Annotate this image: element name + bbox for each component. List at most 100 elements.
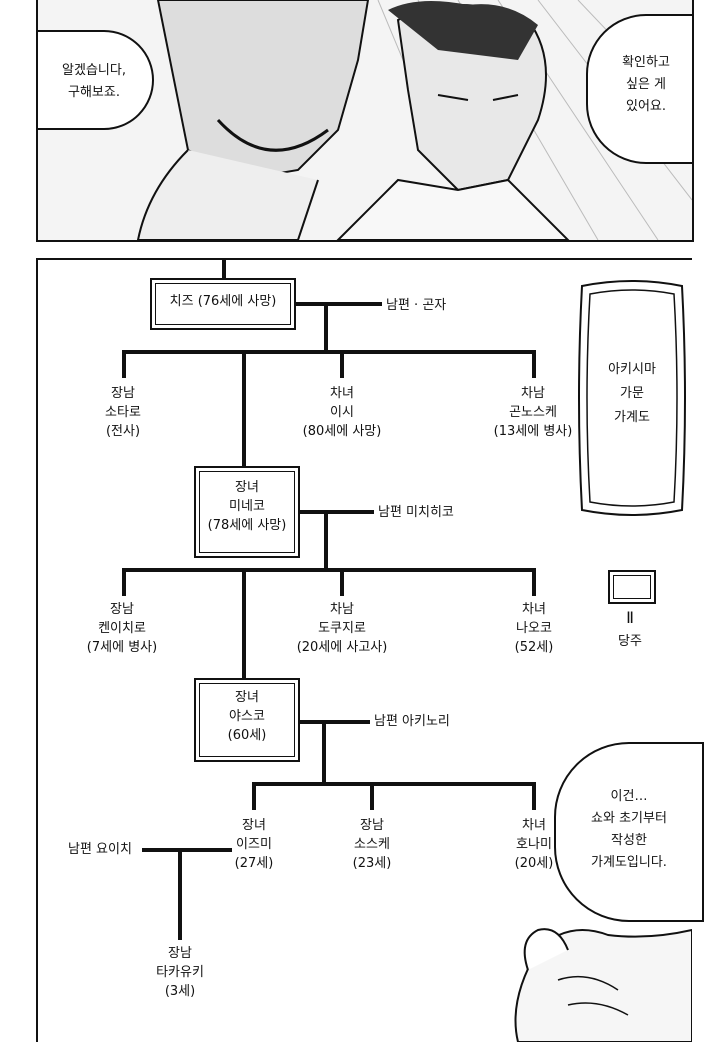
tree-line	[324, 302, 328, 352]
child-role: 차녀	[522, 602, 546, 617]
child-name: 도쿠지로	[318, 621, 366, 636]
child-name: 소스케	[354, 837, 390, 852]
left-bubble-line-1: 알겠습니다,	[62, 63, 126, 78]
root-ancestor-box: 치즈 (76세에 사망)	[150, 278, 296, 330]
box-inner-frame	[155, 283, 291, 325]
bottom-speech-bubble: 이건… 쇼와 초기부터 작성한 가계도입니다.	[554, 742, 704, 922]
hand-illustration	[514, 928, 692, 1042]
right-speech-bubble: 확인하고 싶은 게 있어요.	[586, 14, 692, 164]
heir2-text: 장녀 야스코 (60세)	[196, 688, 298, 745]
child-name: 소타로	[105, 405, 141, 420]
child-note: (7세에 병사)	[86, 640, 158, 655]
heir2-box: 장녀 야스코 (60세)	[194, 678, 300, 762]
tree-line	[322, 720, 326, 784]
tree-line	[142, 848, 232, 852]
heir2-spouse-label: 남편 아키노리	[374, 714, 450, 729]
left-speech-bubble: 알겠습니다, 구해보죠.	[38, 30, 154, 130]
tree-line	[242, 568, 246, 678]
title-line-1: 아키시마	[608, 362, 656, 377]
tree-line	[532, 568, 536, 596]
child-role: 장남	[168, 946, 192, 961]
gen2-child-1: 장남 켄이치로 (7세에 병사)	[72, 600, 172, 657]
tree-line	[222, 260, 226, 278]
bottom-bubble-line-1: 이건…	[610, 789, 648, 804]
heir-role: 장녀	[235, 690, 259, 705]
tree-line	[324, 510, 328, 570]
gen2-child-2: 차남 도쿠지로 (20세에 사고사)	[282, 600, 402, 657]
tree-line	[122, 350, 126, 378]
left-bubble-line-2: 구해보죠.	[68, 85, 120, 100]
tree-line	[340, 568, 344, 596]
heir-name: 미네코	[229, 499, 265, 514]
heir-name: 야스코	[229, 709, 265, 724]
child-name: 곤노스케	[509, 405, 557, 420]
child-role: 장남	[360, 818, 384, 833]
child-name: 이즈미	[236, 837, 272, 852]
gen2-child-3: 차녀 나오코 (52세)	[494, 600, 574, 657]
child-role: 차남	[330, 602, 354, 617]
child-name: 이시	[330, 405, 354, 420]
child-note: (20세에 사고사)	[296, 640, 388, 655]
gen1-child-1: 장남 소타로 (전사)	[78, 384, 168, 441]
gen1-child-2: 차녀 이시 (80세에 사망)	[292, 384, 392, 441]
title-line-3: 가계도	[614, 410, 650, 425]
bottom-bubble-line-2: 쇼와 초기부터	[591, 811, 667, 826]
tree-line	[252, 782, 256, 810]
tree-line	[122, 350, 536, 354]
box-inner-frame	[613, 575, 651, 599]
gen3-child-3: 차녀 호나미 (20세)	[494, 816, 574, 873]
legend-equals-symbol: Ⅱ	[626, 608, 634, 627]
gen1-child-3: 차남 곤노스케 (13세에 병사)	[478, 384, 588, 441]
heir-note: (60세)	[227, 728, 267, 743]
title-line-2: 가문	[620, 386, 644, 401]
tree-line	[252, 782, 536, 786]
child-note: (20세)	[514, 856, 554, 871]
tree-line	[294, 720, 370, 724]
right-bubble-line-3: 있어요.	[625, 99, 666, 114]
child-name: 나오코	[516, 621, 552, 636]
box-inner-frame	[199, 683, 295, 757]
child-note: (3세)	[164, 984, 196, 999]
heir-role: 장녀	[235, 480, 259, 495]
bottom-bubble-line-4: 가계도입니다.	[591, 855, 667, 870]
child-note: (27세)	[234, 856, 274, 871]
title-plaque-frame	[578, 280, 686, 516]
tree-line	[178, 848, 182, 940]
legend-box-symbol	[608, 570, 656, 604]
izumi-spouse-label: 남편 요이치	[68, 842, 132, 857]
child-role: 장남	[111, 386, 135, 401]
gen4-child: 장남 타카유키 (3세)	[140, 944, 220, 1001]
child-note: (전사)	[105, 424, 141, 439]
tree-line	[122, 568, 126, 596]
legend-label: 당주	[618, 634, 642, 649]
child-role: 차녀	[522, 818, 546, 833]
right-bubble-line-1: 확인하고	[622, 55, 670, 70]
child-name: 호나미	[516, 837, 552, 852]
top-manga-panel: 알겠습니다, 구해보죠. 확인하고 싶은 게 있어요.	[36, 0, 694, 242]
tree-line	[292, 302, 382, 306]
child-note: (52세)	[514, 640, 554, 655]
child-role: 장녀	[242, 818, 266, 833]
characters-illustration	[136, 0, 692, 240]
right-bubble-line-2: 싶은 게	[625, 77, 666, 92]
tree-line	[370, 782, 374, 810]
child-role: 차녀	[330, 386, 354, 401]
root-spouse-label: 남편 · 곤자	[386, 298, 447, 313]
root-ancestor-label: 치즈 (76세에 사망)	[169, 294, 277, 309]
tree-line	[122, 568, 536, 572]
tree-line	[242, 350, 246, 466]
tree-line	[340, 350, 344, 378]
child-name: 켄이치로	[98, 621, 146, 636]
heir1-spouse-label: 남편 미치히코	[378, 505, 454, 520]
box-inner-frame	[199, 471, 295, 553]
child-role: 차남	[521, 386, 545, 401]
child-note: (23세)	[352, 856, 392, 871]
gen3-child-2: 장남 소스케 (23세)	[332, 816, 412, 873]
tree-line	[532, 782, 536, 810]
family-tree-panel: 치즈 (76세에 사망) 남편 · 곤자 장남 소타로 (전사) 차녀 이시 (…	[36, 258, 704, 1042]
title-plaque-text: 아키시마 가문 가계도	[582, 358, 682, 430]
gen3-child-1: 장녀 이즈미 (27세)	[214, 816, 294, 873]
heir1-text: 장녀 미네코 (78세에 사망)	[196, 478, 298, 535]
child-name: 타카유키	[156, 965, 204, 980]
child-note: (13세에 병사)	[493, 424, 573, 439]
